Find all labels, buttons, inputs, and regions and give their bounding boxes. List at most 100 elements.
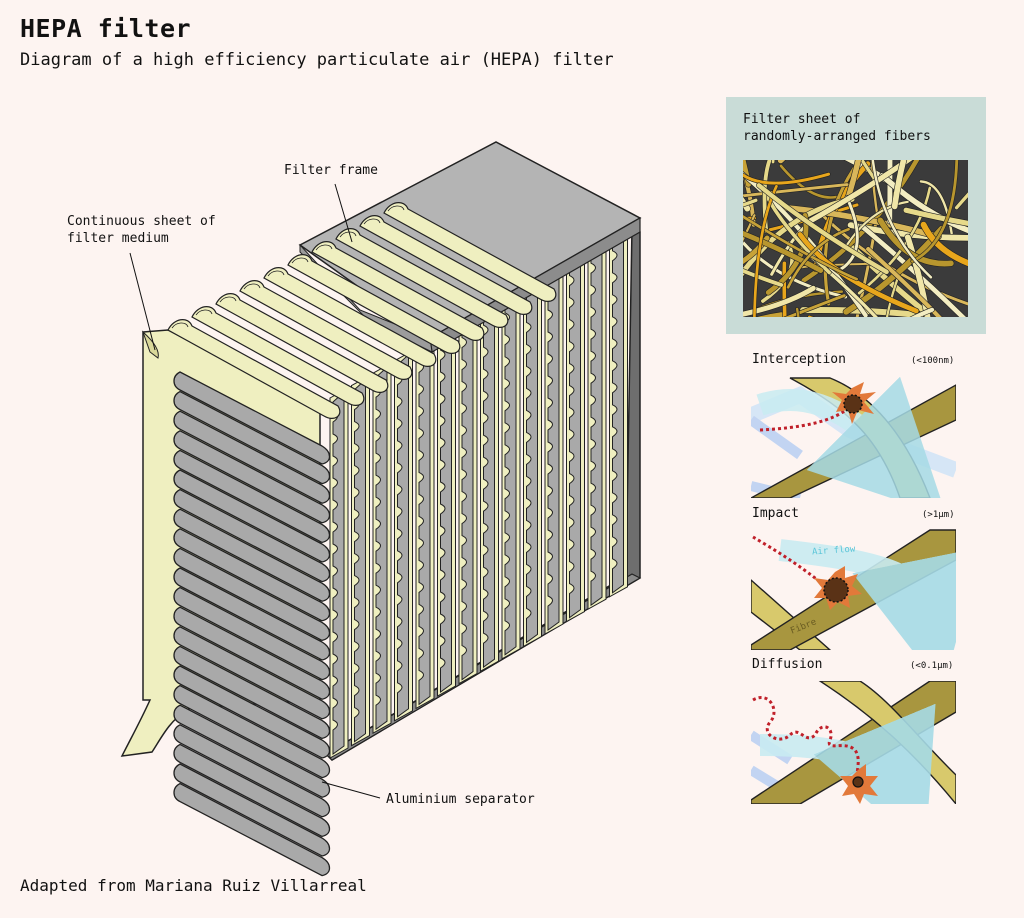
separator-slat <box>173 724 331 818</box>
pleat-separator <box>375 366 388 731</box>
medium-fold-line <box>315 244 333 251</box>
fiber-panel-title: Filter sheet of randomly-arranged fibers <box>743 111 931 145</box>
label-continuous-sheet: Continuous sheet of filter medium <box>67 213 216 247</box>
fiber <box>743 160 752 187</box>
fiber <box>844 160 862 203</box>
fiber <box>859 223 967 317</box>
pleat-separator <box>526 279 538 644</box>
pleat-columns <box>329 225 628 759</box>
fiber <box>743 172 831 185</box>
separator-slat <box>173 508 331 602</box>
pleat-separator <box>547 266 560 631</box>
fiber <box>887 160 893 224</box>
fiber <box>786 227 850 289</box>
medium-fold <box>311 241 485 341</box>
medium-fold <box>239 280 413 380</box>
interception-title: Interception <box>752 352 846 367</box>
separator-slat <box>173 743 331 838</box>
fiber <box>808 160 913 224</box>
pleat-separator <box>397 353 409 718</box>
fiber <box>871 160 933 279</box>
separator-slat <box>173 430 331 524</box>
filter-medium-fold <box>141 330 159 359</box>
leader-filter-frame <box>334 183 353 243</box>
label-aluminium-separator: Aluminium separator <box>386 792 535 807</box>
label-continuous-sheet-line1: Continuous sheet of <box>67 214 216 229</box>
separator-slat <box>173 626 331 720</box>
fiber <box>870 160 880 225</box>
interception-illustration <box>751 375 956 498</box>
label-continuous-sheet-line2: filter medium <box>67 231 169 246</box>
fiber <box>743 268 784 287</box>
impact-illustration <box>751 529 956 650</box>
medium-fold <box>359 215 533 315</box>
separator-slat <box>173 782 331 877</box>
separator-slat <box>173 606 331 700</box>
filter-frame-cut <box>299 243 433 353</box>
fiber <box>743 183 849 198</box>
pleat-separator <box>461 316 474 681</box>
separator-slat <box>173 371 331 465</box>
pleat-separator <box>569 254 581 619</box>
medium-fold <box>191 306 365 406</box>
separator-slat <box>173 528 331 622</box>
aluminium-separator-front <box>173 371 331 877</box>
fiber <box>903 207 968 227</box>
medium-fold-line <box>291 257 309 264</box>
separator-slat <box>173 469 331 563</box>
separator-slat <box>173 684 331 779</box>
fiber <box>891 160 907 210</box>
separator-slat <box>173 586 331 681</box>
fiber <box>779 164 838 199</box>
fiber <box>920 221 968 267</box>
fiber <box>782 204 942 240</box>
medium-fold <box>215 293 389 393</box>
pleat-separator <box>483 304 495 669</box>
fiber <box>911 160 959 263</box>
fiber <box>860 160 879 185</box>
fiber <box>844 200 909 248</box>
impact-title: Impact <box>752 506 799 521</box>
fiber <box>743 230 824 273</box>
separator-slat <box>173 567 331 661</box>
medium-fold-line <box>267 270 285 277</box>
diffusion-title: Diffusion <box>752 657 823 672</box>
medium-top-folds <box>167 202 557 419</box>
separator-slat <box>173 449 331 544</box>
fiber <box>782 261 787 317</box>
fiber <box>743 215 858 281</box>
medium-fold <box>335 228 509 328</box>
separator-slat <box>173 410 331 504</box>
fiber <box>743 164 756 227</box>
fiber <box>866 246 942 317</box>
fiber <box>743 214 756 242</box>
fiber-panel-title-line2: randomly-arranged fibers <box>743 129 931 144</box>
pleat-separator <box>590 242 603 607</box>
label-filter-frame: Filter frame <box>284 163 378 178</box>
medium-fold-line <box>387 205 405 212</box>
fiber <box>756 183 889 275</box>
page-subtitle: Diagram of a high efficiency particulate… <box>20 50 614 70</box>
fiber <box>784 294 846 317</box>
separator-slat <box>173 488 331 583</box>
separator-slat <box>173 665 331 759</box>
pleat-separator <box>332 390 345 755</box>
pleat-separator <box>612 229 624 594</box>
random-fibers <box>743 160 968 317</box>
diffusion-size: (<0.1μm) <box>910 661 954 671</box>
medium-fold-line <box>195 309 213 316</box>
page-title: HEPA filter <box>20 14 192 43</box>
leader-continuous-sheet <box>129 252 156 351</box>
fiber <box>757 312 784 317</box>
separator-slat <box>173 390 331 485</box>
pleat-separator <box>418 341 431 706</box>
medium-fold <box>167 319 341 419</box>
pleat-separator <box>354 378 366 743</box>
fiber <box>879 172 968 234</box>
fiber <box>823 166 856 306</box>
pleat-separator <box>504 291 517 656</box>
separator-slat <box>173 763 331 857</box>
medium-fold <box>287 254 461 354</box>
separator-slat <box>173 547 331 642</box>
